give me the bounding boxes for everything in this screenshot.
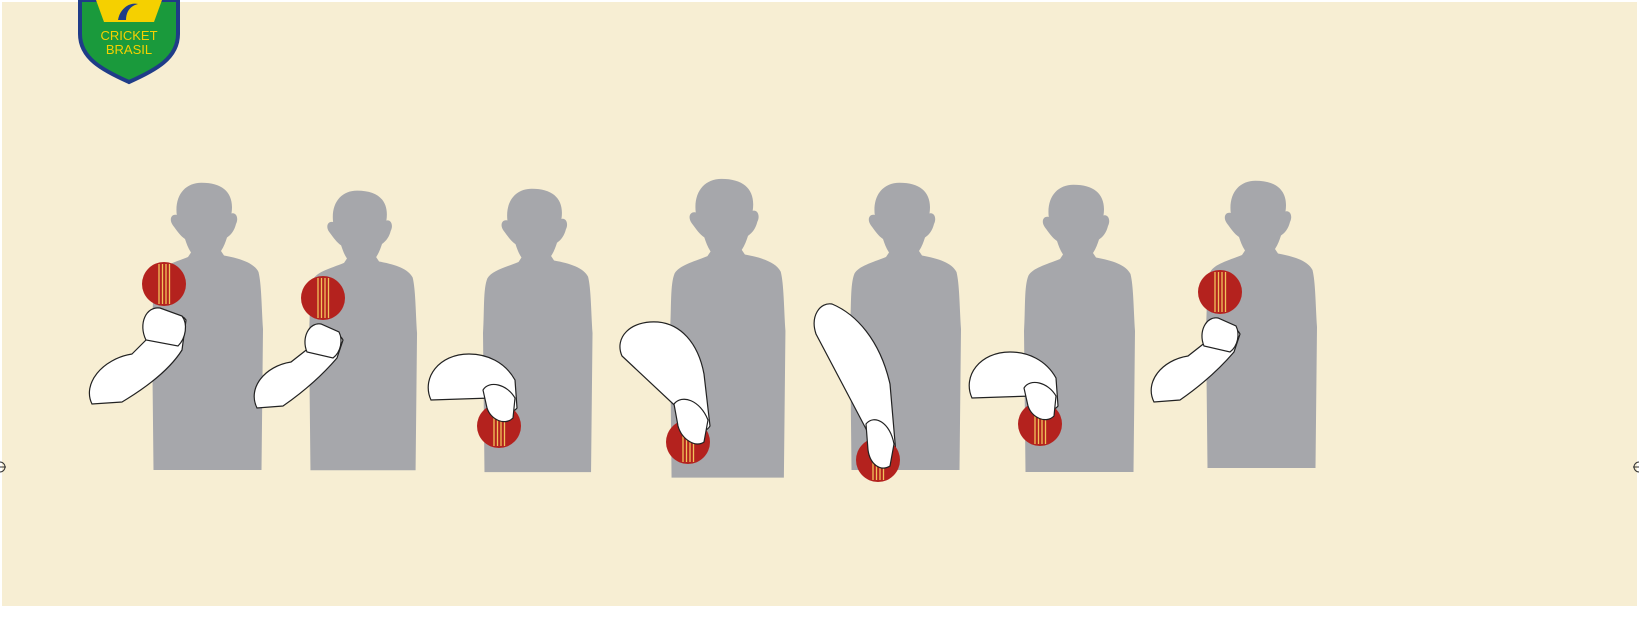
logo-text-brasil: BRASIL: [106, 42, 152, 57]
logo-flag-stripe: [96, 0, 162, 22]
logo-text-cricket: CRICKET: [100, 28, 157, 43]
cricket-ball-1: [142, 262, 186, 306]
cricket-ball-7: [1198, 270, 1242, 314]
cricket-ball-2: [301, 276, 345, 320]
